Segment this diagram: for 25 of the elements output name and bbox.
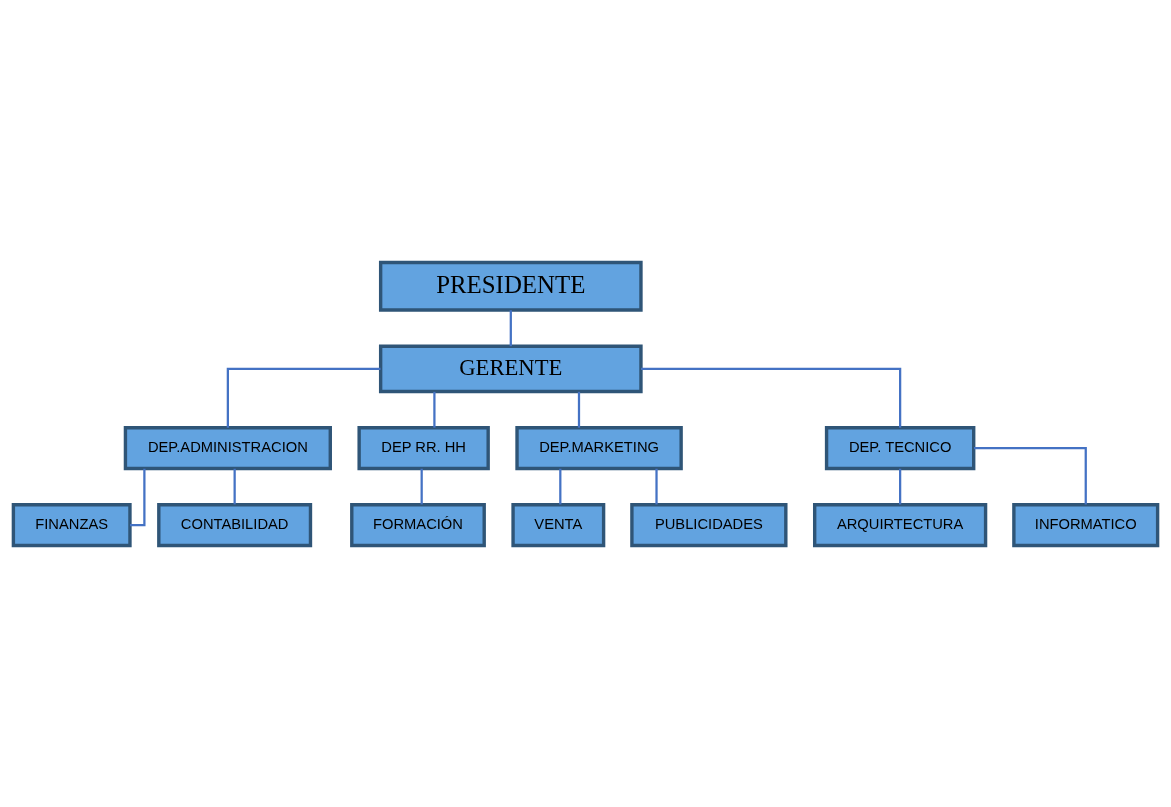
node-box: ARQUIRTECTURA — [813, 502, 988, 547]
node-box: DEP. TECNICO — [824, 425, 976, 470]
node-box: INFORMATICO — [1012, 502, 1160, 547]
connector — [233, 468, 236, 504]
node-box: DEP.MARKETING — [515, 425, 683, 470]
node-box: DEP RR. HH — [357, 425, 490, 470]
connector — [130, 468, 146, 526]
connector — [226, 367, 381, 428]
node-box: VENTA — [511, 502, 606, 547]
node-box: CONTABILIDAD — [157, 502, 313, 547]
connector — [974, 446, 1087, 504]
node-box: FORMACIÓN — [350, 502, 486, 547]
node-box: DEP.ADMINISTRACION — [123, 425, 332, 470]
connector — [420, 468, 423, 504]
node-box: FINANZAS — [11, 502, 132, 547]
node-box: PUBLICIDADES — [630, 502, 788, 547]
connector — [899, 468, 902, 504]
connector — [509, 309, 512, 346]
node-box: PRESIDENTE — [378, 260, 643, 312]
connector — [577, 391, 581, 428]
node-box: GERENTE — [378, 344, 643, 393]
connector — [655, 468, 658, 504]
connector — [433, 391, 436, 428]
connector — [641, 367, 902, 428]
connector — [559, 468, 562, 504]
